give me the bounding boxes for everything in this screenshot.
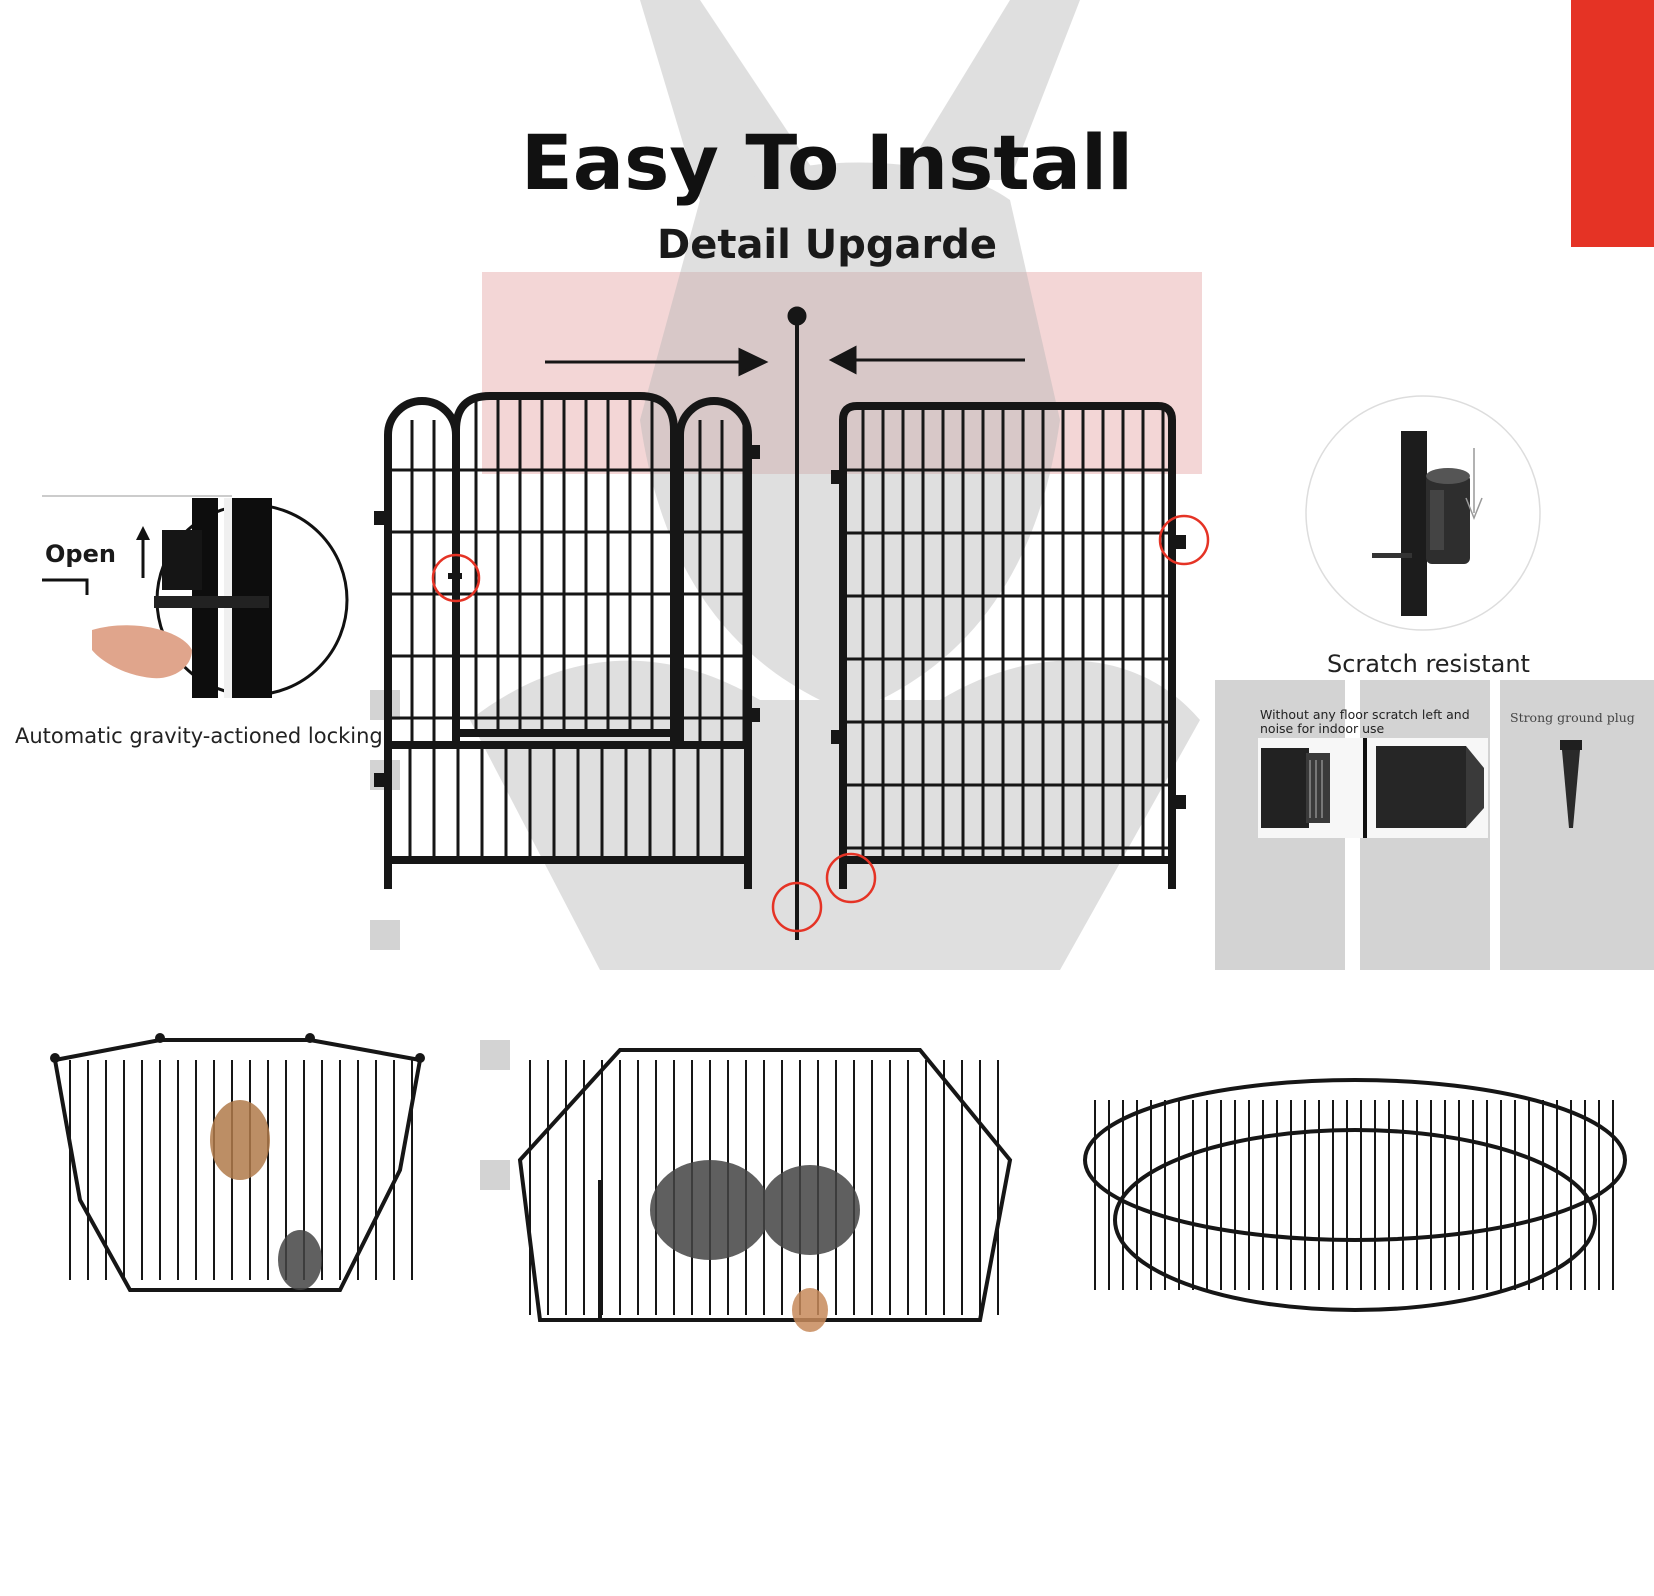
- lock-caption: Automatic gravity-actioned locking: [15, 724, 383, 748]
- fence-assembly-diagram: [374, 306, 1210, 940]
- fence-config-circle-image: [1083, 1078, 1627, 1312]
- ground-plug-image: [1560, 740, 1582, 828]
- page-subtitle: Detail Upgarde: [656, 222, 998, 268]
- fence-config-octagon-image: [50, 1033, 425, 1292]
- ground-plug-note: Strong ground plug: [1510, 710, 1635, 725]
- post-cap-detail-image: [1305, 395, 1541, 631]
- lock-open-tag: Open: [45, 540, 116, 568]
- floor-pad-image: [1258, 738, 1488, 838]
- scratch-resistant-caption: Scratch resistant: [1327, 650, 1530, 678]
- floor-scratch-note: Without any floor scratch left and noise…: [1260, 707, 1470, 736]
- gravity-lock-detail-image: [42, 495, 349, 698]
- accent-corner-block: [1571, 0, 1654, 247]
- fence-config-rectangle-image: [517, 1048, 1013, 1332]
- page-title: Easy To Install: [520, 118, 1134, 207]
